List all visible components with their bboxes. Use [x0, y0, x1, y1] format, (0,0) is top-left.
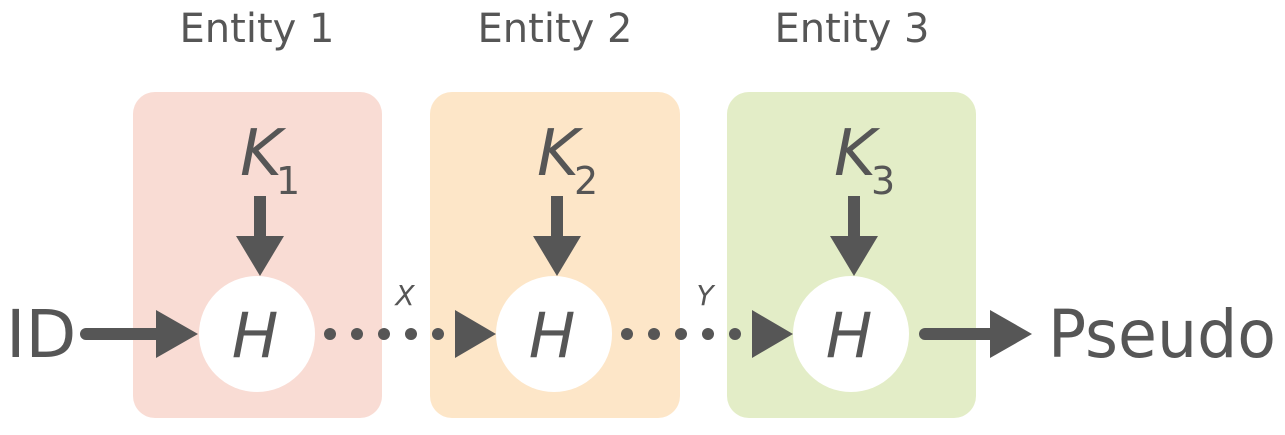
key-2-letter: K — [537, 117, 584, 191]
key-3: K 3 — [834, 117, 895, 203]
output-arrow — [919, 310, 1032, 358]
dotted-arrow-x — [324, 310, 496, 358]
key-1-arrow — [236, 196, 284, 276]
dotted-arrow-y — [621, 310, 793, 358]
hash-node-3-label: H — [826, 299, 873, 372]
key-1: K 1 — [240, 117, 300, 203]
entity-3-label: Entity 3 — [775, 6, 930, 52]
hash-node-2-label: H — [529, 299, 576, 372]
key-2: K 2 — [537, 117, 598, 203]
hash-node-3: H — [793, 276, 909, 392]
hash-node-2: H — [496, 276, 612, 392]
hash-node-1-label: H — [232, 299, 279, 372]
key-2-subscript: 2 — [574, 159, 598, 203]
key-2-arrow — [533, 196, 581, 276]
key-3-arrow — [830, 196, 878, 276]
hash-node-1: H — [199, 276, 315, 392]
input-label: ID — [6, 296, 76, 373]
key-1-subscript: 1 — [276, 159, 300, 203]
edge-label-y: Y — [696, 279, 715, 312]
key-3-subscript: 3 — [871, 159, 895, 203]
edge-label-x: X — [393, 279, 415, 312]
entity-2-label: Entity 2 — [478, 6, 633, 52]
input-arrow — [80, 310, 198, 358]
key-1-letter: K — [240, 117, 287, 191]
key-3-letter: K — [834, 117, 881, 191]
entity-1-label: Entity 1 — [180, 6, 335, 52]
output-label: Pseudo — [1048, 296, 1276, 373]
